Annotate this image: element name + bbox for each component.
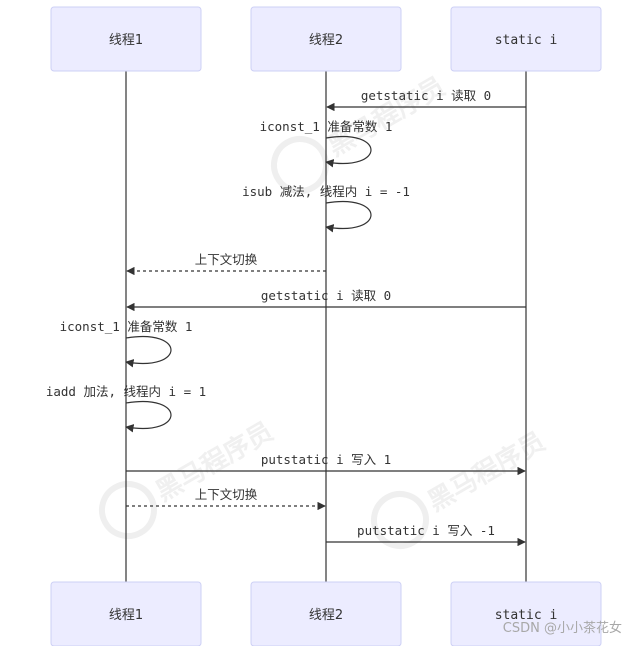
participant-box-bottom-si [450,581,602,646]
participant-label-bottom-t1: 线程1 [109,608,143,623]
svg-text:黑马程序员: 黑马程序员 [322,71,450,163]
message-label-m7: iadd 加法, 线程内 i = 1 [46,384,206,399]
csdn-watermark: CSDN @小小茶花女 [503,620,622,636]
message-label-m4: 上下文切换 [195,252,258,267]
participant-box-top-si [450,6,602,72]
message-label-m5: getstatic i 读取 0 [261,288,391,303]
participant-box-bottom-t2 [250,581,402,646]
self-message-arrow-m2 [325,136,372,168]
participant-label-top-t2: 线程2 [309,33,343,48]
participant-box-top-t1 [50,6,202,72]
message-label-m3: isub 减法, 线程内 i = -1 [242,184,410,199]
svg-text:黑马程序员: 黑马程序员 [422,426,550,518]
message-label-m2: iconst_1 准备常数 1 [260,119,393,134]
self-message-arrow-m7 [125,401,172,433]
participant-box-bottom-t1 [50,581,202,646]
message-label-m1: getstatic i 读取 0 [361,88,491,103]
message-label-m10: putstatic i 写入 -1 [357,523,495,538]
message-label-m6: iconst_1 准备常数 1 [60,319,193,334]
participant-label-top-t1: 线程1 [109,33,143,48]
message-label-m9: 上下文切换 [195,487,258,502]
self-message-arrow-m3 [325,201,372,233]
background-logo-watermark: 黑马程序员 黑马程序员 黑马程序员 [99,71,551,549]
participant-label-top-si: static i [495,33,558,48]
message-label-m8: putstatic i 写入 1 [261,452,391,467]
participant-label-bottom-t2: 线程2 [309,608,343,623]
self-message-arrow-m6 [125,336,172,368]
participant-box-top-t2 [250,6,402,72]
participant-label-bottom-si: static i [495,608,558,623]
